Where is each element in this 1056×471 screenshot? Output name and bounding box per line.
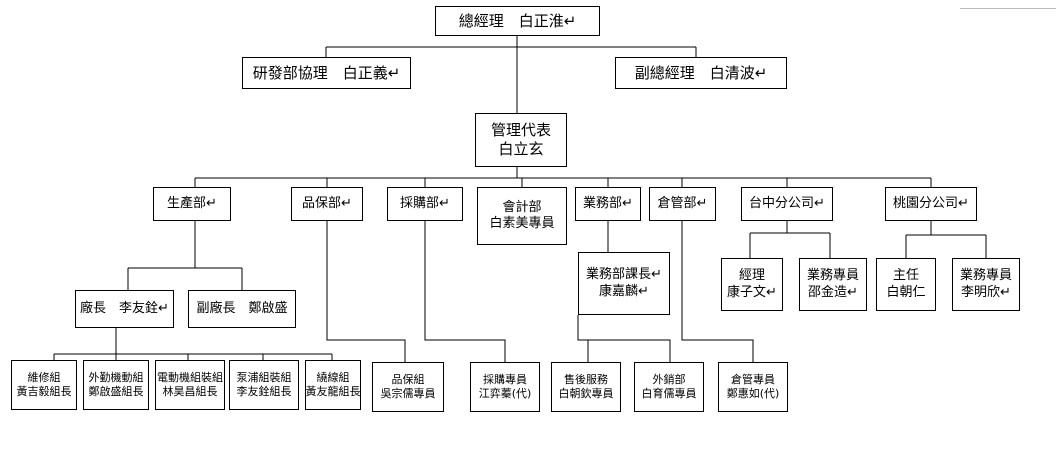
node-maintenance-name: 黃吉毅組長 — [16, 385, 72, 398]
node-purchase-staff-name: 江弈蓁(代) — [478, 387, 532, 400]
node-sales-section-chief: 業務部課長↵ 康嘉麟↵ — [578, 252, 670, 315]
connector-purchase-down — [424, 221, 506, 362]
node-dept-sales-text: 業務部↵ — [583, 195, 633, 211]
node-dept-warehouse: 倉管部↵ — [649, 187, 716, 221]
connector-sales-chief-down — [577, 315, 671, 362]
node-winding: 繞線組 黃友龍組長 — [305, 360, 361, 410]
node-warehouse-staff-title: 倉管專員 — [731, 373, 775, 387]
node-deputy-director-text: 副廠長 鄭啟盛 — [196, 300, 288, 316]
node-sales-section-chief-name: 康嘉麟↵ — [599, 283, 649, 299]
node-maintenance-title: 維修組 — [27, 371, 61, 385]
node-purchase-staff: 採購專員 江弈蓁(代) — [470, 362, 540, 412]
node-pump-assembly-name: 李友銓組長 — [236, 385, 292, 398]
node-qa-team: 品保組 吳宗儒專員 — [372, 362, 444, 412]
node-after-sales-title: 售後服務 — [564, 373, 608, 387]
node-dept-accounting-name: 白素美專員 — [489, 216, 555, 231]
node-outsourcing-name: 鄭啟盛組長 — [88, 385, 144, 398]
node-dept-qa: 品保部↵ — [291, 187, 363, 221]
node-motor-assembly-name: 林昊昌組長 — [162, 385, 218, 398]
node-rd-director: 研發部協理 白正義↵ — [242, 57, 411, 89]
connector-qa-down — [326, 221, 406, 362]
node-dept-production-text: 生產部↵ — [167, 195, 217, 211]
node-management-rep: 管理代表 白立玄 — [475, 113, 567, 167]
node-dept-purchase: 採購部↵ — [387, 187, 463, 221]
node-dept-accounting-title: 會計部 — [502, 199, 542, 215]
node-warehouse-staff-name: 鄭惠如(代) — [726, 387, 780, 400]
node-branch-taoyuan-text: 桃園分公司↵ — [893, 195, 969, 211]
node-branch-taoyuan: 桃園分公司↵ — [885, 187, 977, 221]
node-sales-section-chief-title: 業務部課長↵ — [586, 267, 662, 283]
node-ty-supervisor-name: 白朝仁 — [886, 284, 926, 300]
node-export-dept: 外銷部 白育儒專員 — [634, 362, 704, 412]
node-winding-name: 黃友龍組長 — [305, 385, 361, 398]
connector-warehouse-down — [681, 221, 754, 362]
node-pump-assembly-title: 泵浦組裝組 — [236, 371, 292, 385]
node-outsourcing-title: 外勤機動組 — [88, 371, 144, 385]
node-vice-general-manager-text: 副總經理 白清波↵ — [634, 63, 768, 82]
node-dept-production: 生產部↵ — [153, 187, 231, 221]
node-motor-assembly: 電動機組裝組 林昊昌組長 — [155, 360, 225, 410]
node-ty-supervisor: 主任 白朝仁 — [876, 258, 936, 311]
node-outsourcing: 外勤機動組 鄭啟盛組長 — [83, 360, 149, 410]
node-vice-general-manager: 副總經理 白清波↵ — [615, 57, 787, 89]
node-deputy-director: 副廠長 鄭啟盛 — [188, 290, 296, 328]
node-purchase-staff-title: 採購專員 — [483, 373, 527, 387]
node-export-dept-title: 外銷部 — [652, 373, 686, 387]
node-dept-sales: 業務部↵ — [575, 187, 641, 221]
node-management-rep-title: 管理代表 — [490, 121, 551, 140]
node-tc-manager-title: 經理 — [738, 268, 765, 284]
node-general-manager: 總經理 白正淮↵ — [435, 6, 600, 36]
node-factory-director-text: 廠長 李友銓↵ — [80, 300, 169, 316]
node-qa-team-name: 吳宗儒專員 — [380, 387, 436, 400]
node-export-dept-name: 白育儒專員 — [641, 387, 697, 400]
node-ty-supervisor-title: 主任 — [892, 268, 919, 284]
node-dept-purchase-text: 採購部↵ — [400, 195, 450, 211]
node-after-sales: 售後服務 白朝欽專員 — [551, 362, 621, 412]
node-qa-team-title: 品保組 — [391, 373, 425, 387]
node-maintenance: 維修組 黃吉毅組長 — [11, 360, 77, 410]
node-tc-sales-rep: 業務專員 邵金造↵ — [799, 258, 867, 311]
node-dept-warehouse-text: 倉管部↵ — [657, 195, 708, 211]
node-after-sales-name: 白朝欽專員 — [558, 387, 614, 400]
node-dept-accounting: 會計部 白素美專員 — [477, 187, 567, 245]
node-ty-sales-rep: 業務專員 李明欣↵ — [952, 258, 1020, 311]
node-tc-sales-rep-title: 業務專員 — [806, 268, 859, 284]
node-ty-sales-rep-title: 業務專員 — [959, 268, 1012, 284]
node-rd-director-text: 研發部協理 白正義↵ — [252, 63, 401, 82]
node-tc-sales-rep-name: 邵金造↵ — [808, 284, 858, 300]
corner-rule — [960, 8, 1056, 9]
node-ty-sales-rep-name: 李明欣↵ — [961, 284, 1011, 300]
node-tc-manager-name: 康子文↵ — [727, 284, 777, 300]
node-tc-manager: 經理 康子文↵ — [721, 258, 783, 311]
node-winding-title: 繞線組 — [316, 371, 350, 385]
node-management-rep-name: 白立玄 — [498, 140, 544, 158]
node-branch-taichung-text: 台中分公司↵ — [749, 195, 825, 211]
node-general-manager-text: 總經理 白正淮↵ — [458, 11, 577, 30]
node-dept-qa-text: 品保部↵ — [302, 195, 352, 211]
node-branch-taichung: 台中分公司↵ — [741, 187, 833, 221]
node-factory-director: 廠長 李友銓↵ — [75, 290, 174, 328]
node-motor-assembly-title: 電動機組裝組 — [157, 371, 223, 385]
node-pump-assembly: 泵浦組裝組 李友銓組長 — [229, 360, 299, 410]
node-warehouse-staff: 倉管專員 鄭惠如(代) — [718, 362, 788, 412]
